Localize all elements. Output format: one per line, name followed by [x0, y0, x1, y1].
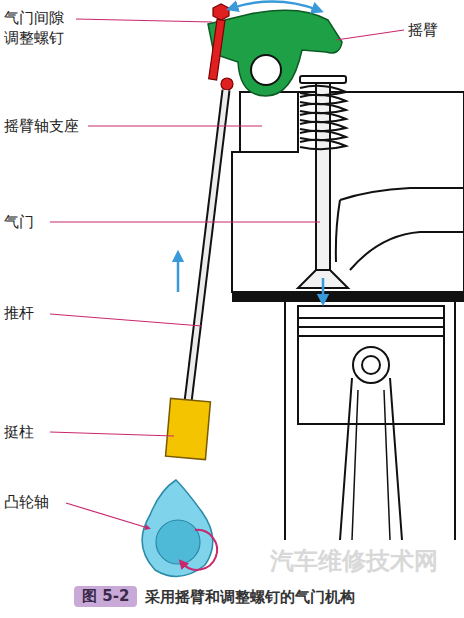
rocker-arm	[208, 10, 342, 96]
part-label: 推杆	[4, 303, 34, 323]
part-label: 摇臂轴支座	[4, 116, 79, 136]
part-label: 凸轮轴	[4, 492, 49, 512]
head-gasket	[232, 292, 464, 302]
caption: 采用摇臂和调整螺钉的气门机构	[145, 588, 355, 607]
cylinder	[285, 302, 455, 540]
part-label: 气门	[4, 212, 34, 232]
valve-spring	[300, 76, 346, 149]
camshaft	[142, 480, 217, 576]
cylinder-head	[232, 92, 464, 292]
leader-line	[50, 19, 404, 528]
adjusting-screw	[209, 4, 233, 90]
watermark: 汽车维修技术网	[270, 545, 438, 577]
motion-arrow	[178, 1, 323, 300]
part-label: 摇臂	[408, 20, 438, 40]
valve	[298, 78, 348, 288]
part-label: 气门间隙 调整螺钉	[4, 8, 73, 49]
push-rod	[188, 90, 226, 402]
part-label: 挺柱	[4, 422, 34, 442]
figure-number: 图 5-2	[74, 586, 137, 607]
tappet	[166, 398, 211, 459]
piston	[298, 306, 444, 540]
rocker-support	[240, 92, 298, 152]
